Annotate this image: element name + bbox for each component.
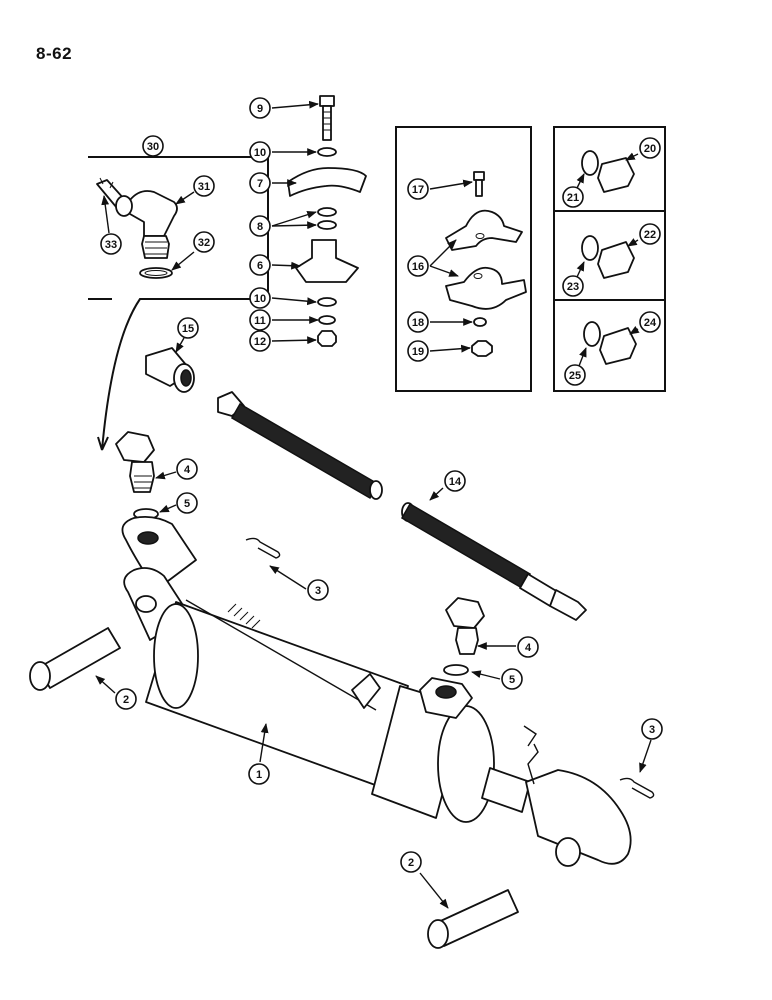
bracket-stack [287,95,367,347]
svg-text:2: 2 [408,857,414,869]
svg-text:33: 33 [105,239,117,251]
callout-6: 6 [249,254,271,276]
svg-text:18: 18 [412,317,424,329]
svg-text:21: 21 [567,192,579,204]
svg-text:4: 4 [184,464,191,476]
callout-17: 17 [407,178,429,200]
svg-text:6: 6 [257,260,263,272]
callout-4: 4 [176,458,198,480]
svg-text:8: 8 [257,221,263,233]
svg-text:9: 9 [257,103,263,115]
callout-10: 10 [249,141,271,163]
callout-18: 18 [407,311,429,333]
callout-4: 4 [517,636,539,658]
inset-box-elbow-fitting [88,156,269,451]
svg-text:12: 12 [254,336,266,348]
callout-30: 30 [142,135,164,157]
svg-text:17: 17 [412,184,424,196]
fitting-15-drawing [145,347,195,393]
callout-19: 19 [407,340,429,362]
tube-upper [217,391,383,500]
callout-22: 22 [639,223,661,245]
svg-text:10: 10 [254,293,266,305]
callout-20: 20 [639,137,661,159]
callout-11: 11 [249,309,271,331]
svg-text:7: 7 [257,178,263,190]
callout-1: 1 [248,763,270,785]
cotter-pin-upper [245,537,281,559]
callout-2: 2 [115,688,137,710]
tube-lower [400,502,587,621]
pin-upper-drawing [29,627,121,691]
svg-text:22: 22 [644,229,656,241]
callout-3: 3 [641,718,663,740]
elbow-31-drawing [115,190,178,259]
o-ring-32-drawing [139,267,173,279]
svg-text:5: 5 [184,498,190,510]
callout-31: 31 [193,175,215,197]
svg-text:14: 14 [449,476,462,488]
pin-lower-drawing [427,889,519,949]
callout-5: 5 [501,668,523,690]
svg-text:24: 24 [644,317,657,329]
callout-9: 8 [249,215,271,237]
callout-15: 15 [177,317,199,339]
callout-3: 3 [307,579,329,601]
cotter-pin-lower [619,777,655,799]
callout-23: 23 [562,275,584,297]
callout-24: 24 [639,311,661,333]
svg-text:30: 30 [147,141,159,153]
svg-text:25: 25 [569,370,581,382]
svg-text:2: 2 [123,694,129,706]
svg-text:3: 3 [649,724,655,736]
callout-16: 16 [407,255,429,277]
svg-text:4: 4 [525,642,532,654]
callout-25: 25 [564,364,586,386]
leader-lines [95,100,652,909]
svg-text:10: 10 [254,147,266,159]
callout-10: 10 [249,287,271,309]
svg-text:19: 19 [412,346,424,358]
callout-12: 12 [249,330,271,352]
svg-text:1: 1 [256,769,262,781]
callout-14: 14 [444,470,466,492]
callout-8: 9 [249,97,271,119]
page-number: 8-62 [36,44,73,63]
elbow-4-left-drawing [115,431,159,520]
elbow-4-right-drawing [443,597,485,676]
cylinder-body [121,515,632,867]
callout-21: 21 [562,186,584,208]
callout-7: 7 [249,172,271,194]
svg-text:16: 16 [412,261,424,273]
callout-33: 33 [100,233,122,255]
callout-5: 5 [176,492,198,514]
svg-text:31: 31 [198,181,210,193]
svg-text:20: 20 [644,143,656,155]
inset-box-fittings [553,126,666,392]
inset-box-clamp [395,126,532,392]
callout-32: 32 [193,231,215,253]
svg-text:23: 23 [567,281,579,293]
svg-text:3: 3 [315,585,321,597]
svg-text:15: 15 [182,323,194,335]
svg-text:5: 5 [509,674,515,686]
svg-text:11: 11 [254,315,266,327]
svg-text:32: 32 [198,237,210,249]
callout-2: 2 [400,851,422,873]
